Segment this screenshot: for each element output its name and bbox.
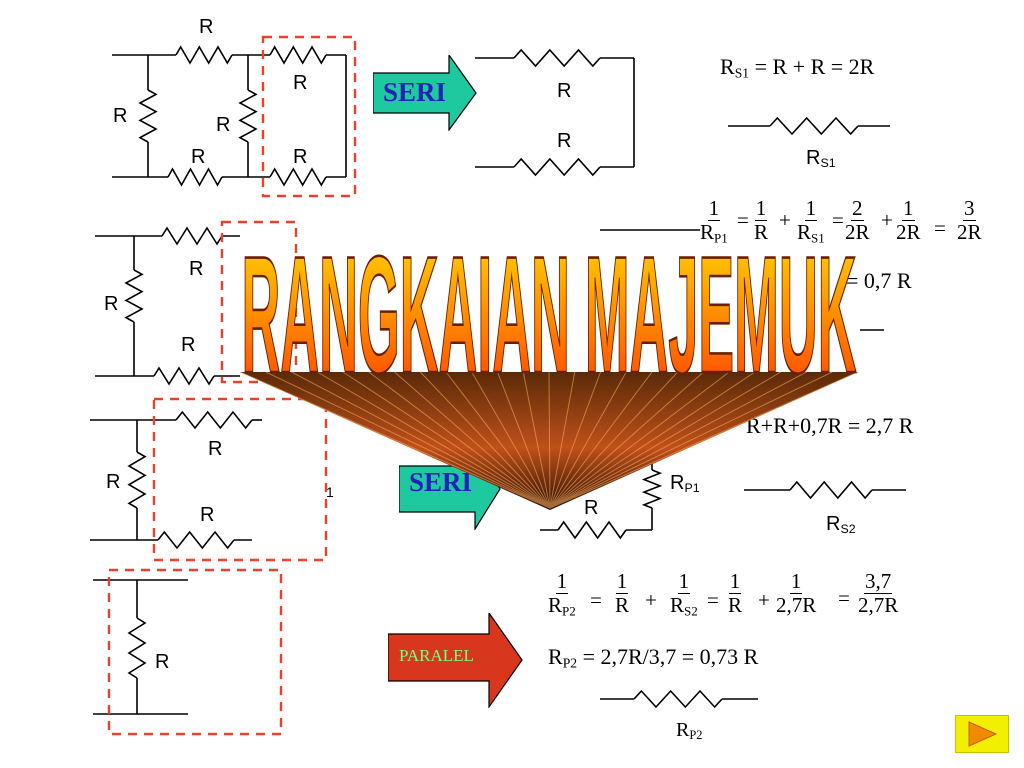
resistor-symbol	[238, 89, 258, 143]
dashed-highlight-box	[152, 397, 328, 562]
resistor-symbol	[175, 410, 253, 430]
resistor-symbol	[138, 89, 158, 143]
resistor-label: R	[113, 105, 128, 127]
dashed-highlight-box	[261, 35, 357, 198]
equals-sign: =	[707, 588, 719, 612]
resistor-label: R	[200, 504, 215, 526]
plus-sign: +	[645, 588, 657, 612]
resistor-symbol	[513, 48, 601, 68]
resistor-symbol	[513, 157, 601, 177]
resistor-symbol	[127, 451, 147, 509]
equals-sign: =	[737, 208, 749, 232]
resistor-symbol	[269, 45, 327, 65]
plus-sign: +	[881, 208, 893, 232]
fraction-1-rs2: 1 RS2	[670, 569, 698, 619]
resistor-symbol	[124, 269, 144, 323]
resistor-symbol	[157, 530, 235, 550]
rp2-label: RP2	[676, 719, 703, 743]
resistor-symbol	[153, 366, 215, 386]
resistor-label: R	[216, 114, 231, 136]
fraction-1-rp1: 1 RP1	[700, 196, 728, 246]
fraction-2-2r: 2 2R	[845, 196, 870, 244]
fraction-1-r: 1 R	[754, 196, 769, 244]
equals-sign: =	[934, 216, 946, 240]
resistor-symbol	[161, 226, 223, 246]
dashed-highlight-box	[107, 568, 283, 736]
resistor-symbol	[557, 520, 627, 540]
play-triangle-icon	[968, 721, 998, 747]
resistor-label: R	[106, 471, 121, 493]
equals-sign: =	[590, 588, 602, 612]
dashed-highlight-box	[220, 220, 298, 384]
seri-label: SERI	[409, 467, 473, 497]
paralel-label: PARALEL	[399, 646, 474, 665]
equation-rp1-result: = 0,7 R	[846, 268, 912, 293]
resistor-label: R	[104, 293, 119, 315]
resistor-label-rp1: RP1	[670, 472, 700, 496]
fraction-3-7-2-7r: 3,7 2,7R	[858, 569, 899, 617]
equation-rs2: R+R+0,7R = 2,7 R	[746, 413, 914, 438]
resistor-label: R	[155, 651, 170, 673]
resistor-label: R	[557, 80, 572, 102]
resistor-label: R	[199, 16, 214, 38]
rs2-label: RS2	[826, 513, 856, 537]
fraction-1-rp2: 1 RP2	[548, 569, 576, 619]
plus-sign: +	[758, 588, 770, 612]
resistor-label: R	[584, 497, 599, 519]
seri-arrow-mid: SERI	[398, 445, 501, 532]
fraction-1-2-7r: 1 2,7R	[776, 569, 817, 617]
equals-sign: =	[838, 586, 850, 610]
arrow-shape-icon	[372, 53, 477, 132]
resistor-symbol	[633, 689, 723, 709]
equation-rs1: RS1 = R + R = 2R	[720, 54, 875, 81]
equation-rp2-result: RP2 = 2,7R/3,7 = 0,73 R	[548, 644, 759, 671]
seri-arrow-top: SERI	[372, 53, 477, 132]
resistor-symbol	[641, 469, 663, 509]
fraction-1-r: 1 R	[728, 569, 743, 617]
equals-sign: =	[832, 208, 844, 232]
resistor-label: R	[208, 438, 223, 460]
fraction-1-r: 1 R	[615, 569, 630, 617]
resistor-label: R	[293, 72, 308, 94]
resistor-symbol	[269, 167, 327, 187]
next-slide-button[interactable]	[955, 715, 1009, 753]
resistor-symbol	[769, 116, 859, 136]
arrow-shape-icon	[387, 611, 523, 709]
seri-label: SERI	[383, 77, 447, 107]
fraction-1-2r: 1 2R	[896, 196, 921, 244]
fraction-3-2r: 3 2R	[957, 196, 982, 244]
resistor-label: R	[293, 146, 308, 168]
paralel-arrow: PARALEL	[387, 611, 523, 709]
resistor-label: R	[181, 334, 196, 356]
page-number: 1	[326, 484, 334, 500]
resistor-label: R	[189, 258, 204, 280]
resistor-symbol	[175, 45, 233, 65]
resistor-label: R	[191, 146, 206, 168]
rs1-label: RS1	[806, 147, 836, 171]
resistor-symbol	[167, 167, 223, 187]
resistor-symbol	[789, 480, 873, 500]
plus-sign: +	[779, 208, 791, 232]
fraction-1-rs1: 1 RS1	[797, 196, 825, 246]
resistor-symbol	[127, 617, 147, 679]
resistor-label: R	[557, 130, 572, 152]
